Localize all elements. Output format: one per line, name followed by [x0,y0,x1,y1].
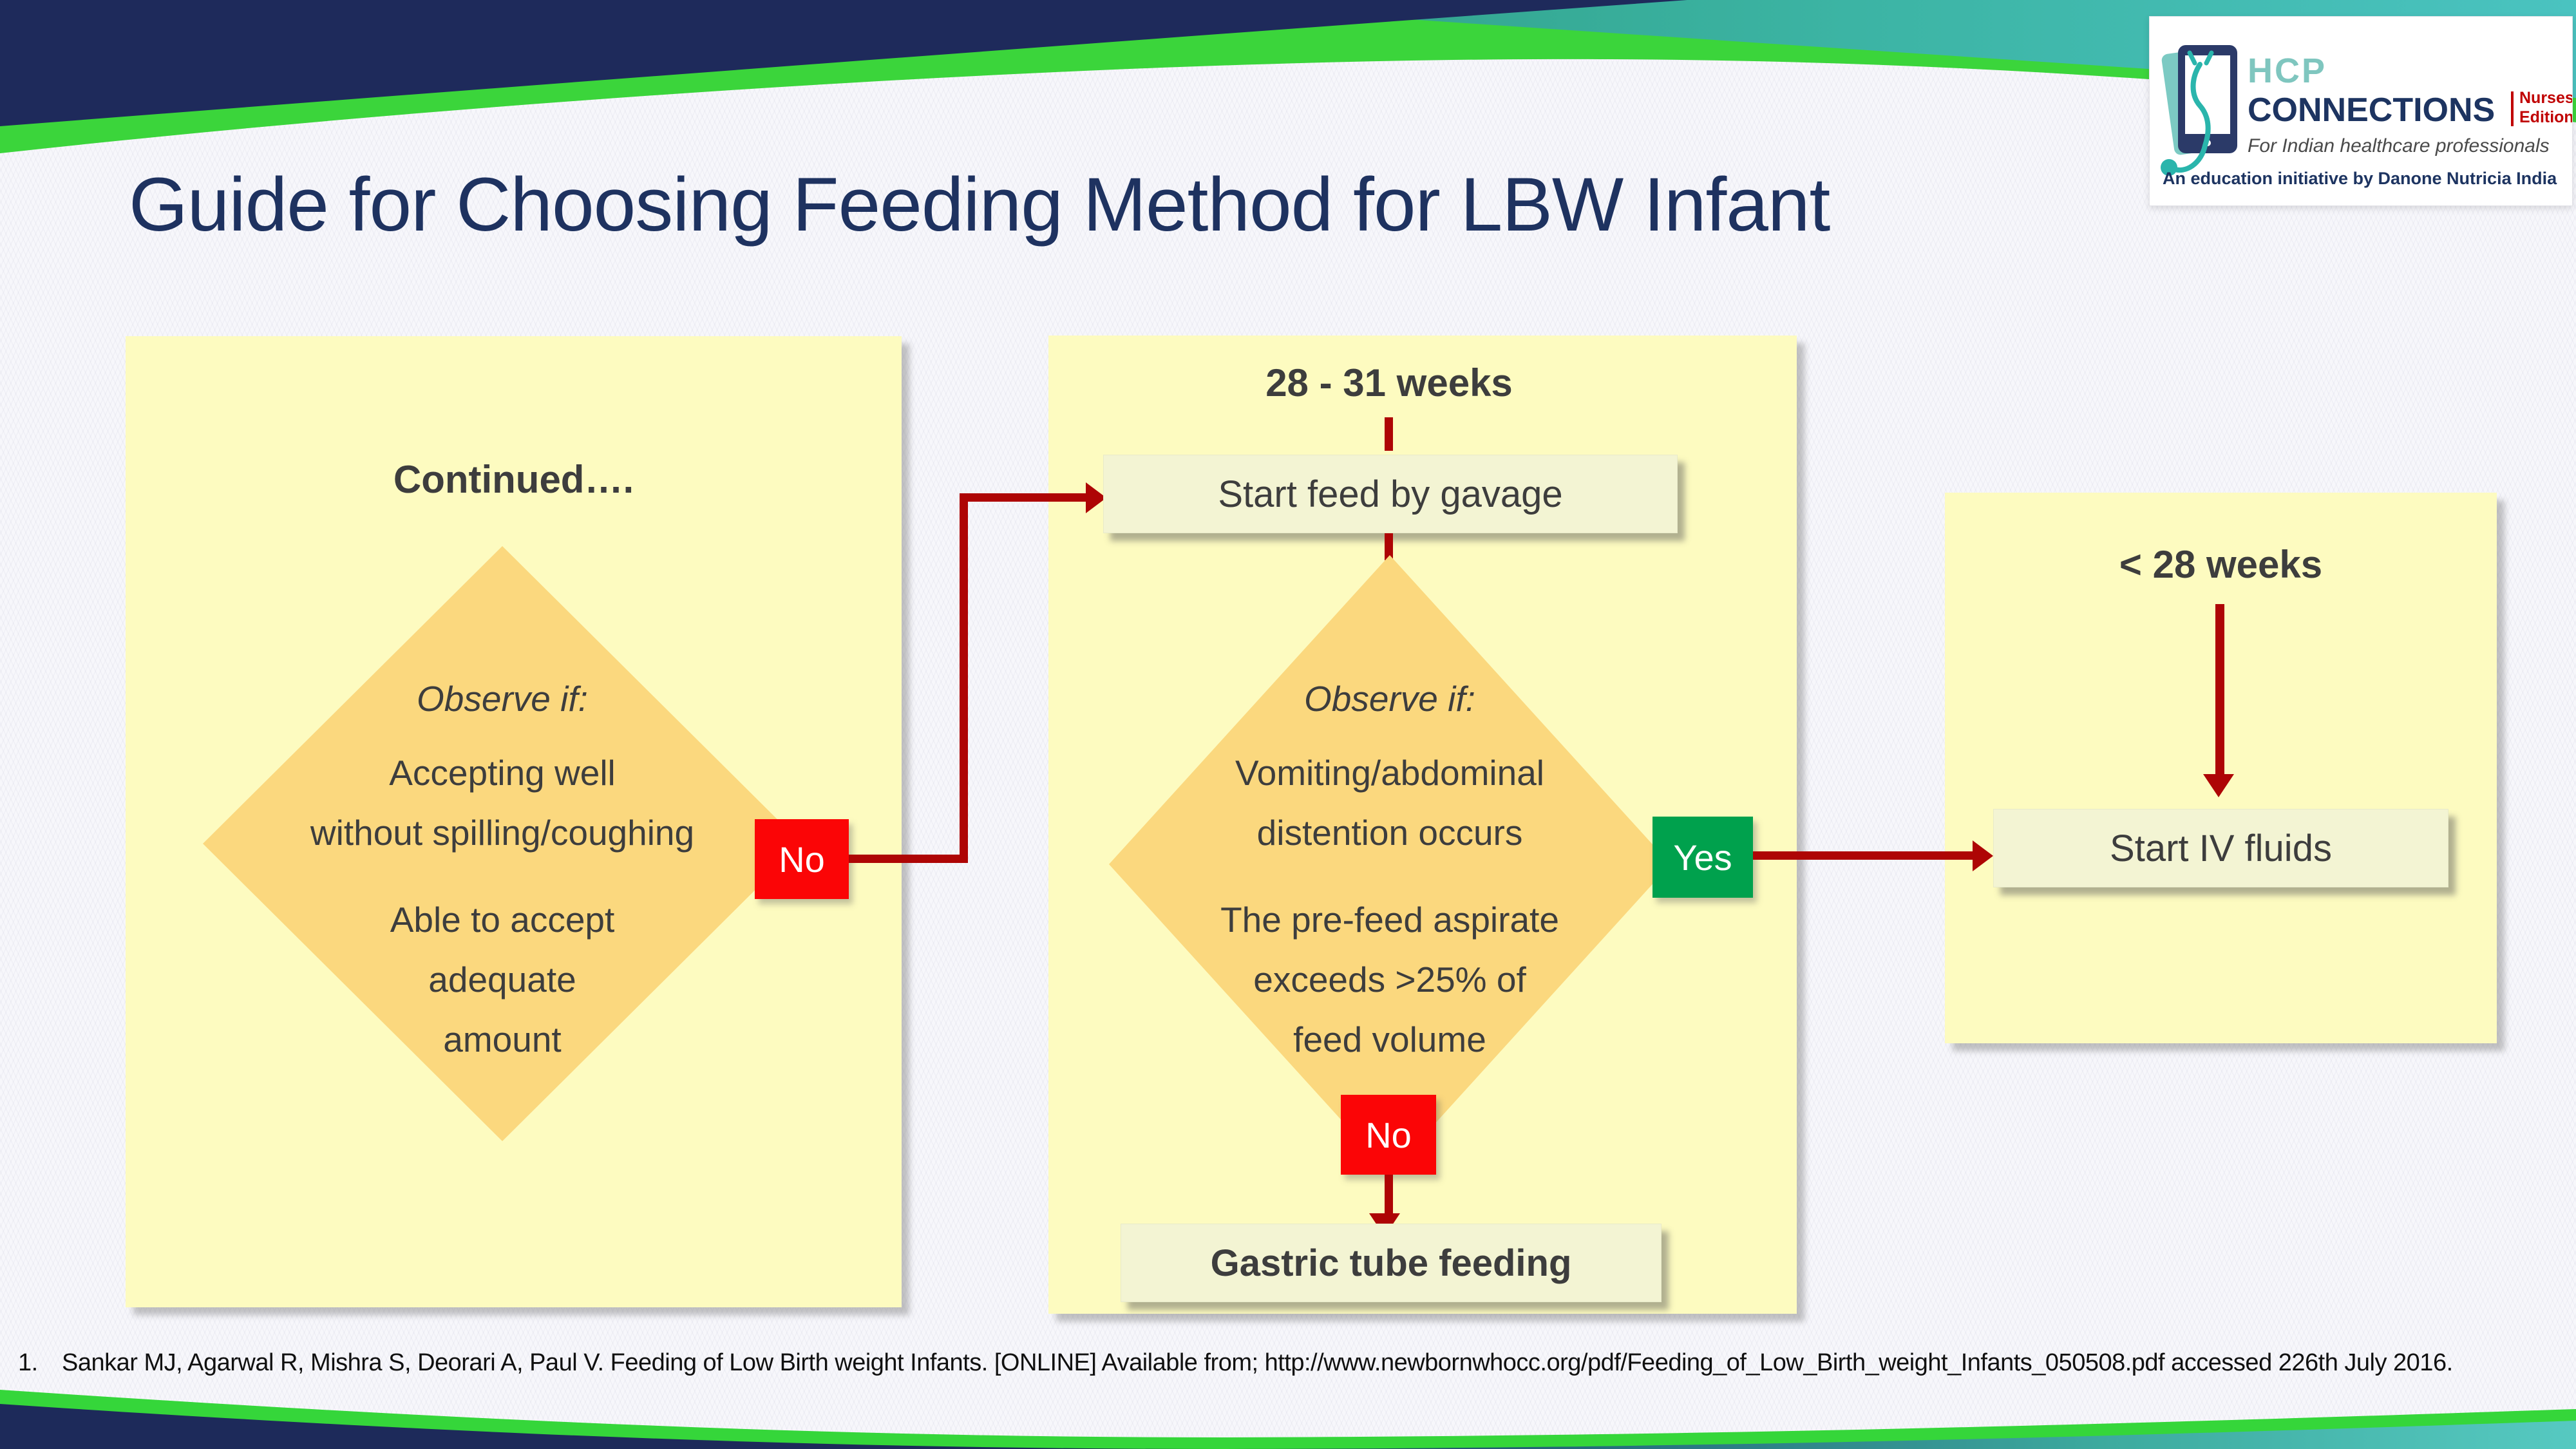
bottom-green-swoosh [0,1390,2576,1449]
logo-edition-line1: Nurses’ [2519,89,2572,107]
middle-diamond-line: exceeds >25% of [1253,960,1526,999]
connector-no-elbow-horizontal [849,855,965,863]
top-navy-swoosh [0,0,1687,126]
left-diamond-line: Accepting well [389,753,616,793]
stethoscope-chestpiece [2161,159,2177,176]
weeks-under-28-heading: < 28 weeks [2119,543,2323,586]
left-diamond-line: adequate [428,960,576,999]
logo-tagline: For Indian healthcare professionals [2248,135,2550,156]
left-diamond-line: without spilling/coughing [310,813,695,853]
citation-footer: 1. Sankar MJ, Agarwal R, Mishra S, Deora… [18,1349,2568,1377]
logo-initiative: An education initiative by Danone Nutric… [2163,169,2557,188]
tablet-stethoscope-icon [2161,45,2237,176]
start-feed-by-gavage-box: Start feed by gavage [1103,455,1678,533]
no-badge-left: No [755,819,849,899]
middle-diamond-line: The pre-feed aspirate [1220,900,1559,940]
left-diamond-line: amount [443,1019,562,1059]
bottom-navy-teal-swoosh [0,1404,2576,1449]
connector-yes-to-iv [1753,851,1975,860]
left-diamond-prompt: Observe if: [417,679,588,719]
arrowhead-into-iv [1973,840,1993,871]
gastric-tube-feeding-box: Gastric tube feeding [1121,1224,1662,1302]
middle-diamond-line: distention occurs [1256,813,1523,853]
logo-hcp-text: HCP [2248,52,2327,90]
stethoscope-tube [2170,62,2211,173]
middle-diamond-line: Vomiting/abdominal [1235,753,1544,793]
hcp-connections-logo: HCP CONNECTIONS Nurses’ Edition For Indi… [2149,16,2573,206]
middle-decision-diamond-text: Observe if: Vomiting/abdominal distentio… [1109,669,1671,1070]
stethoscope-earpieces [2187,50,2214,66]
arrowhead-into-gavage [1086,482,1106,513]
start-iv-fluids-box: Start IV fluids [1993,809,2448,887]
page-title: Guide for Choosing Feeding Method for LB… [129,162,1830,247]
yes-badge: Yes [1653,817,1753,898]
connector-no-to-gastric [1385,1175,1393,1215]
left-decision-diamond-text: Observe if: Accepting well without spill… [203,669,802,1070]
no-badge-middle: No [1341,1095,1436,1175]
middle-diamond-prompt: Observe if: [1304,679,1475,719]
weeks-28-31-heading: 28 - 31 weeks [1265,361,1513,404]
middle-diamond-line: feed volume [1293,1019,1486,1059]
left-diamond-line: Able to accept [390,900,615,940]
continued-heading: Continued…. [393,458,634,501]
connector-gavage-to-diamond [1385,533,1393,560]
connector-heading-to-gavage [1385,417,1393,451]
logo-graphic: HCP CONNECTIONS Nurses’ Edition For Indi… [2161,45,2572,188]
citation-text: Sankar MJ, Agarwal R, Mishra S, Deorari … [62,1349,2453,1376]
connector-no-elbow-vertical [960,493,968,863]
logo-edition-line2: Edition [2519,108,2572,126]
connector-heading-to-iv [2215,604,2224,775]
connector-no-to-gavage [968,493,1088,502]
logo-connections-text: CONNECTIONS [2248,91,2495,129]
bottom-banner [0,1390,2576,1449]
citation-number: 1. [18,1349,38,1376]
arrowhead-into-iv-vertical [2203,774,2234,797]
